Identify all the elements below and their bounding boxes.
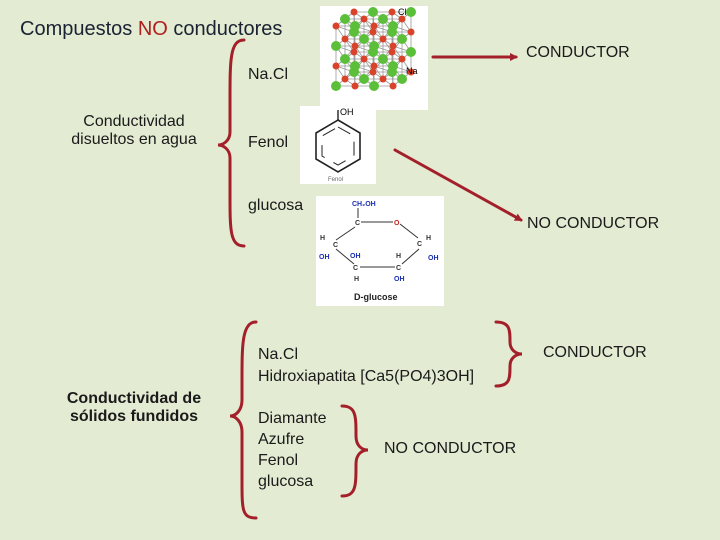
category-line: Conductividad de — [66, 390, 202, 407]
cl-ion-icon — [369, 81, 379, 91]
cl-ion-icon — [340, 14, 350, 24]
cl-ion-icon — [359, 74, 369, 84]
cl-ion-icon — [368, 7, 378, 17]
result-conductor-solid: CONDUCTOR — [543, 344, 647, 361]
na-ion-icon — [388, 48, 396, 56]
title-text-end: conductores — [167, 18, 283, 40]
label-oh: OH — [340, 107, 354, 117]
category-line: Conductividad — [83, 113, 185, 130]
cl-ion-icon — [378, 14, 388, 24]
cl-ion-icon — [350, 21, 360, 31]
label-oh: OH — [428, 255, 439, 262]
na-ion-icon — [370, 22, 378, 30]
cl-ion-icon — [397, 74, 407, 84]
na-ion-icon — [332, 22, 340, 30]
glucose-caption: D-glucose — [354, 292, 398, 302]
label-c: C — [355, 220, 360, 227]
cl-ion-icon — [388, 61, 398, 71]
nacl-crystal-image: Cl Na — [320, 6, 428, 110]
label-na: Na — [406, 66, 418, 76]
phenol-caption: Fenol — [328, 177, 343, 183]
group-conductor-items: Na.Cl Hidroxiapatita [Ca5(PO4)3OH] — [258, 344, 474, 388]
category-line: sólidos fundidos — [70, 408, 198, 425]
label-oh: OH — [350, 253, 361, 260]
category-molten: Conductividad de sólidos fundidos — [44, 390, 224, 426]
label-oh: OH — [319, 254, 330, 261]
label-o: O — [394, 220, 400, 227]
na-ion-icon — [370, 62, 378, 70]
label-c: C — [417, 241, 422, 248]
na-ion-icon — [369, 68, 377, 76]
label-cl: Cl — [398, 7, 407, 17]
list-item: Diamante — [258, 410, 327, 427]
label-h: H — [320, 235, 325, 242]
na-ion-icon — [398, 15, 406, 23]
cl-ion-icon — [331, 81, 341, 91]
cl-ion-icon — [378, 54, 388, 64]
label-ch2oh: CH₂OH — [352, 201, 376, 208]
item-nacl: Na.Cl — [248, 66, 289, 83]
phenol-structure-image: OH Fenol — [300, 106, 376, 184]
result-conductor: CONDUCTOR — [526, 44, 630, 61]
arrow-to-no-conductor — [393, 148, 523, 222]
na-ion-icon — [332, 62, 340, 70]
na-ion-icon — [351, 42, 359, 50]
na-ion-icon — [341, 35, 349, 43]
cl-ion-icon — [369, 41, 379, 51]
na-ion-icon — [388, 8, 396, 16]
na-ion-icon — [360, 15, 368, 23]
cl-ion-icon — [340, 54, 350, 64]
category-dissolved: Conductividad disueltos en agua — [44, 113, 224, 149]
na-ion-icon — [407, 68, 415, 76]
brace-conductor-group — [494, 320, 523, 388]
cl-ion-icon — [331, 41, 341, 51]
glucose-structure-image: CH₂OH C O C C H OH H OH C C OH H H OH D-… — [316, 196, 444, 306]
na-ion-icon — [350, 48, 358, 56]
list-item: Hidroxiapatita [Ca5(PO4)3OH] — [258, 368, 475, 385]
group-no-conductor-items: Diamante Azufre Fenol glucosa — [258, 408, 326, 492]
list-item: Na.Cl — [258, 346, 299, 363]
na-ion-icon — [389, 82, 397, 90]
na-ion-icon — [369, 28, 377, 36]
cl-ion-icon — [388, 21, 398, 31]
title-highlight: NO — [137, 18, 168, 40]
label-c: C — [396, 265, 401, 272]
na-ion-icon — [341, 75, 349, 83]
cl-ion-icon — [397, 34, 407, 44]
na-ion-icon — [398, 55, 406, 63]
list-item: Fenol — [258, 452, 299, 469]
cl-ion-icon — [359, 34, 369, 44]
brace-section1 — [217, 38, 246, 248]
cl-ion-icon — [406, 7, 416, 17]
na-ion-icon — [407, 28, 415, 36]
benzene-ring — [315, 119, 361, 173]
na-ion-icon — [389, 42, 397, 50]
label-c: C — [353, 265, 358, 272]
label-h: H — [426, 235, 431, 242]
benzene-inner-ring — [321, 126, 355, 166]
na-ion-icon — [360, 55, 368, 63]
na-ion-icon — [350, 8, 358, 16]
na-ion-icon — [379, 75, 387, 83]
result-no-conductor-solid: NO CONDUCTOR — [384, 440, 517, 457]
label-c: C — [333, 242, 338, 249]
label-h: H — [354, 276, 359, 283]
title-text: Compuestos — [20, 18, 138, 40]
label-oh: OH — [394, 276, 405, 283]
label-h: H — [396, 253, 401, 260]
na-ion-icon — [351, 82, 359, 90]
list-item: glucosa — [258, 473, 314, 490]
brace-no-conductor-group — [340, 404, 369, 498]
category-line: disueltos en agua — [71, 131, 197, 148]
item-fenol: Fenol — [248, 134, 289, 151]
na-ion-icon — [379, 35, 387, 43]
page-title: Compuestos NO conductores — [20, 18, 282, 41]
list-item: Azufre — [258, 431, 305, 448]
result-no-conductor: NO CONDUCTOR — [527, 215, 660, 232]
cl-ion-icon — [350, 61, 360, 71]
cl-ion-icon — [406, 47, 416, 57]
item-glucosa: glucosa — [248, 197, 304, 214]
brace-section2 — [229, 320, 258, 520]
